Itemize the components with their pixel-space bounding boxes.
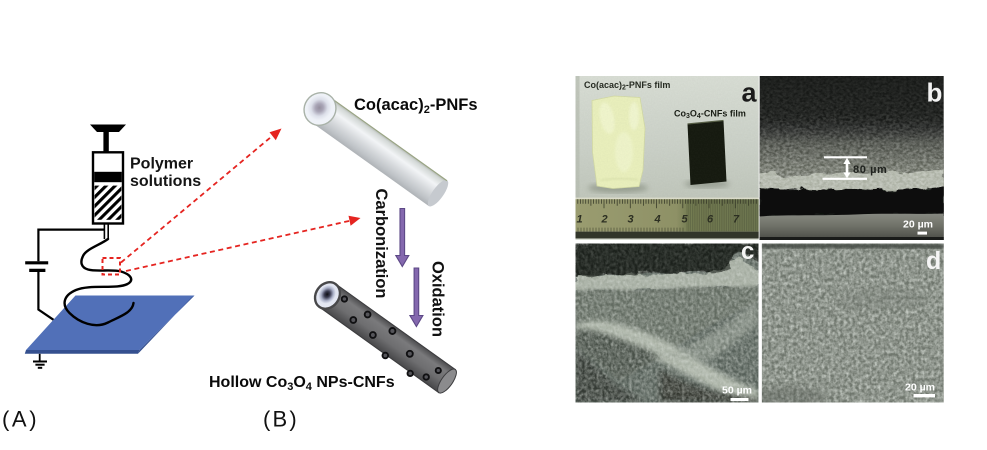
svg-text:20 µm: 20 µm xyxy=(905,382,935,394)
svg-text:c: c xyxy=(741,238,754,265)
svg-text:solutions: solutions xyxy=(130,173,201,190)
svg-text:Carbonization: Carbonization xyxy=(372,189,390,299)
svg-text:6: 6 xyxy=(707,214,714,226)
svg-text:Oxidation: Oxidation xyxy=(429,261,447,337)
svg-text:2: 2 xyxy=(601,214,608,226)
svg-text:d: d xyxy=(926,247,941,275)
svg-text:3: 3 xyxy=(628,214,634,226)
svg-text:(A): (A) xyxy=(2,407,37,432)
svg-text:5: 5 xyxy=(682,214,689,226)
svg-text:80 µm: 80 µm xyxy=(853,164,887,176)
svg-text:Polymer: Polymer xyxy=(130,156,193,173)
svg-text:4: 4 xyxy=(654,214,661,226)
svg-text:50 µm: 50 µm xyxy=(722,385,752,397)
svg-text:7: 7 xyxy=(733,214,740,226)
svg-text:(B): (B) xyxy=(263,407,297,432)
svg-text:Co(acac)2-PNFs: Co(acac)2-PNFs xyxy=(354,96,478,116)
svg-text:Hollow Co3O4 NPs-CNFs: Hollow Co3O4 NPs-CNFs xyxy=(209,374,395,393)
svg-text:b: b xyxy=(927,78,943,108)
svg-text:20 µm: 20 µm xyxy=(903,219,933,231)
svg-text:1: 1 xyxy=(577,214,583,226)
